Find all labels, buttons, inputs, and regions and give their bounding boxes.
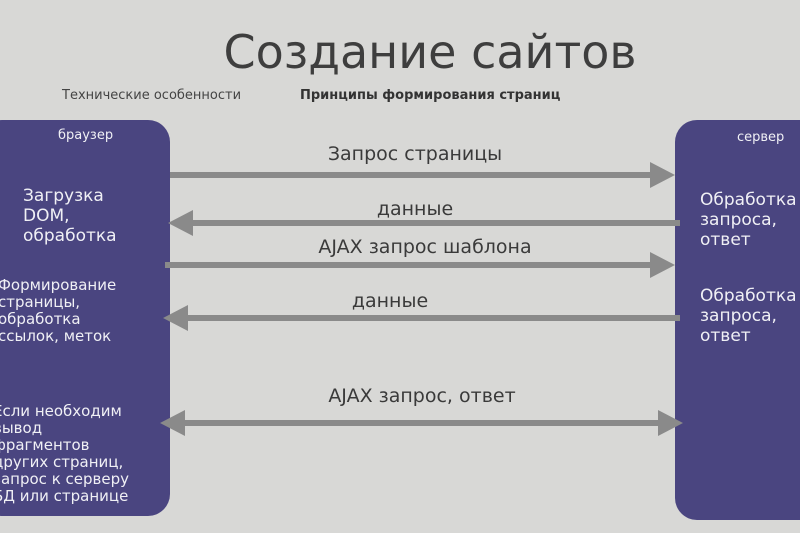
server-block-1: Обработка запроса, ответ xyxy=(700,190,797,250)
browser-header: браузер xyxy=(58,128,114,143)
arrow-label-3: AJAX запрос шаблона xyxy=(318,236,532,258)
server-box: сервер Обработка запроса, ответ Обработк… xyxy=(675,120,800,520)
server-block-2: Обработка запроса, ответ xyxy=(700,286,797,346)
arrow-label-4: данные xyxy=(351,290,429,312)
browser-block-3: Если необходим вывод фрагментов других с… xyxy=(0,402,129,505)
server-header: сервер xyxy=(737,130,785,145)
tab-technical: Технические особенности xyxy=(62,88,242,103)
arrow-label-5: AJAX запрос, ответ xyxy=(328,385,516,407)
arrow-3-right xyxy=(165,252,675,278)
arrow-label-1: Запрос страницы xyxy=(327,143,503,165)
arrow-label-2: данные xyxy=(376,198,454,220)
slide-title: Создание сайтов xyxy=(223,25,637,79)
browser-box: браузер Загрузка DOM, обработка Формиров… xyxy=(0,120,170,516)
arrow-1-right xyxy=(170,162,675,188)
browser-block-1: Загрузка DOM, обработка xyxy=(23,186,117,246)
arrow-5-both xyxy=(160,410,683,436)
tab-principles: Принципы формирования страниц xyxy=(300,88,561,103)
browser-block-2: Формирование страницы, обработка ссылок,… xyxy=(0,276,117,345)
arrow-2-left xyxy=(168,210,680,236)
arrow-4-left xyxy=(163,305,680,331)
